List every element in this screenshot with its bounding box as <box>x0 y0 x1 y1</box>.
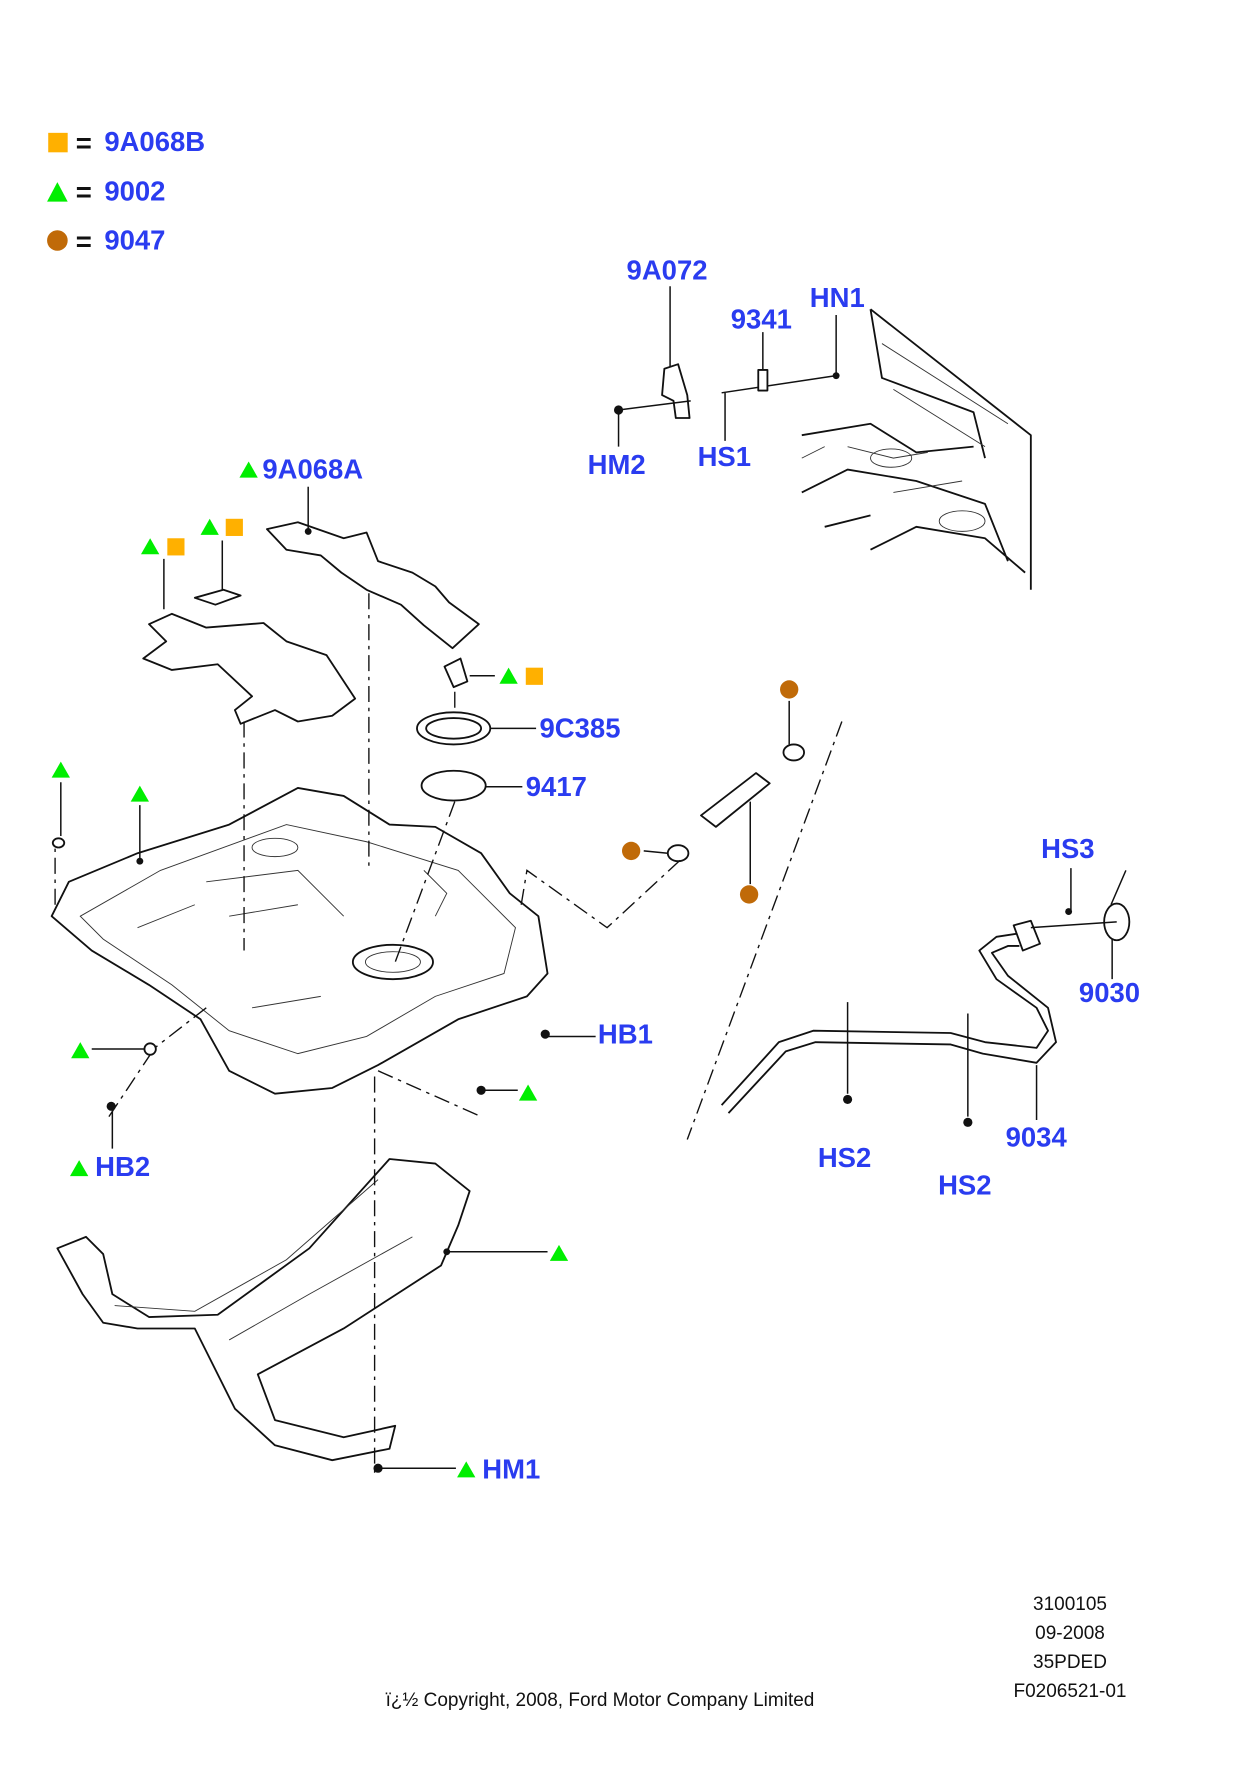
square-icon <box>525 667 543 685</box>
triangle-icon <box>518 1084 538 1101</box>
label-HB1: HB1 <box>598 1018 653 1049</box>
legend-part-9A068B: 9A068B <box>104 126 205 157</box>
small-parts-top <box>613 286 840 447</box>
label-HS2: HS2 <box>818 1142 871 1173</box>
legend: = 9A068B = 9002 = 9047 <box>47 126 205 257</box>
label-9341: 9341 <box>731 304 792 335</box>
label-9417: 9417 <box>526 771 587 802</box>
heat-shield-9A068A <box>266 486 480 650</box>
lower-heat-shield <box>56 1158 471 1462</box>
ref-line: 3100105 <box>1033 1594 1107 1615</box>
circle-icon <box>621 841 641 861</box>
part-labels: 9A072 9341 HN1 HM2 HS1 9A068A 9C385 9417… <box>95 254 1140 1484</box>
reference-block: 3100105 09-2008 35PDED F0206521-01 <box>990 1590 1150 1706</box>
filler-pipe-9034 <box>720 868 1131 1127</box>
legend-part-9047: 9047 <box>104 225 165 256</box>
fasteners <box>51 782 596 1473</box>
label-9030: 9030 <box>1079 977 1140 1008</box>
legend-part-9002: 9002 <box>104 175 165 206</box>
ref-line: 35PDED <box>1033 1652 1107 1673</box>
square-icon <box>225 518 243 536</box>
sender-seal-and-ring <box>416 711 537 802</box>
square-symbol-icon <box>48 132 68 153</box>
ref-line: F0206521-01 <box>1013 1681 1127 1702</box>
svg-text:=: = <box>76 127 92 158</box>
label-9C385: 9C385 <box>540 713 621 744</box>
assembly-lines <box>54 593 843 1478</box>
label-9A068A: 9A068A <box>262 454 363 485</box>
square-icon <box>167 538 185 556</box>
label-HN1: HN1 <box>810 282 865 313</box>
circle-icon <box>780 680 799 699</box>
label-HS3: HS3 <box>1041 833 1094 864</box>
copyright: ï¿½ Copyright, 2008, Ford Motor Company … <box>385 1690 815 1711</box>
triangle-icon <box>499 667 518 684</box>
svg-text:=: = <box>76 177 92 208</box>
label-9A072: 9A072 <box>627 254 708 285</box>
heat-shield-9A068B <box>142 540 495 725</box>
triangle-icon <box>549 1244 569 1261</box>
triangle-icon <box>69 1160 89 1177</box>
fuel-tank-drawing <box>50 787 549 1095</box>
triangle-icon <box>457 1461 476 1478</box>
triangle-symbol-icon <box>47 182 68 202</box>
label-HS1: HS1 <box>698 441 751 472</box>
triangle-icon <box>140 538 160 555</box>
circle-symbol-icon <box>47 230 68 251</box>
label-HM2: HM2 <box>588 449 646 480</box>
ref-line: 09-2008 <box>1035 1623 1105 1644</box>
triangle-icon <box>200 518 219 535</box>
label-9034: 9034 <box>1006 1121 1068 1152</box>
filler-hose-9A072 <box>643 700 805 885</box>
circle-icon <box>739 885 759 904</box>
callout-symbols <box>51 461 799 1478</box>
label-HB2: HB2 <box>95 1151 150 1182</box>
label-HM1: HM1 <box>482 1454 540 1485</box>
triangle-icon <box>71 1042 90 1059</box>
triangle-icon <box>239 461 258 478</box>
triangle-icon <box>130 785 149 802</box>
svg-text:=: = <box>76 226 92 257</box>
label-HS2: HS2 <box>938 1169 991 1200</box>
triangle-icon <box>51 761 70 778</box>
floor-pan-drawing <box>801 308 1032 590</box>
